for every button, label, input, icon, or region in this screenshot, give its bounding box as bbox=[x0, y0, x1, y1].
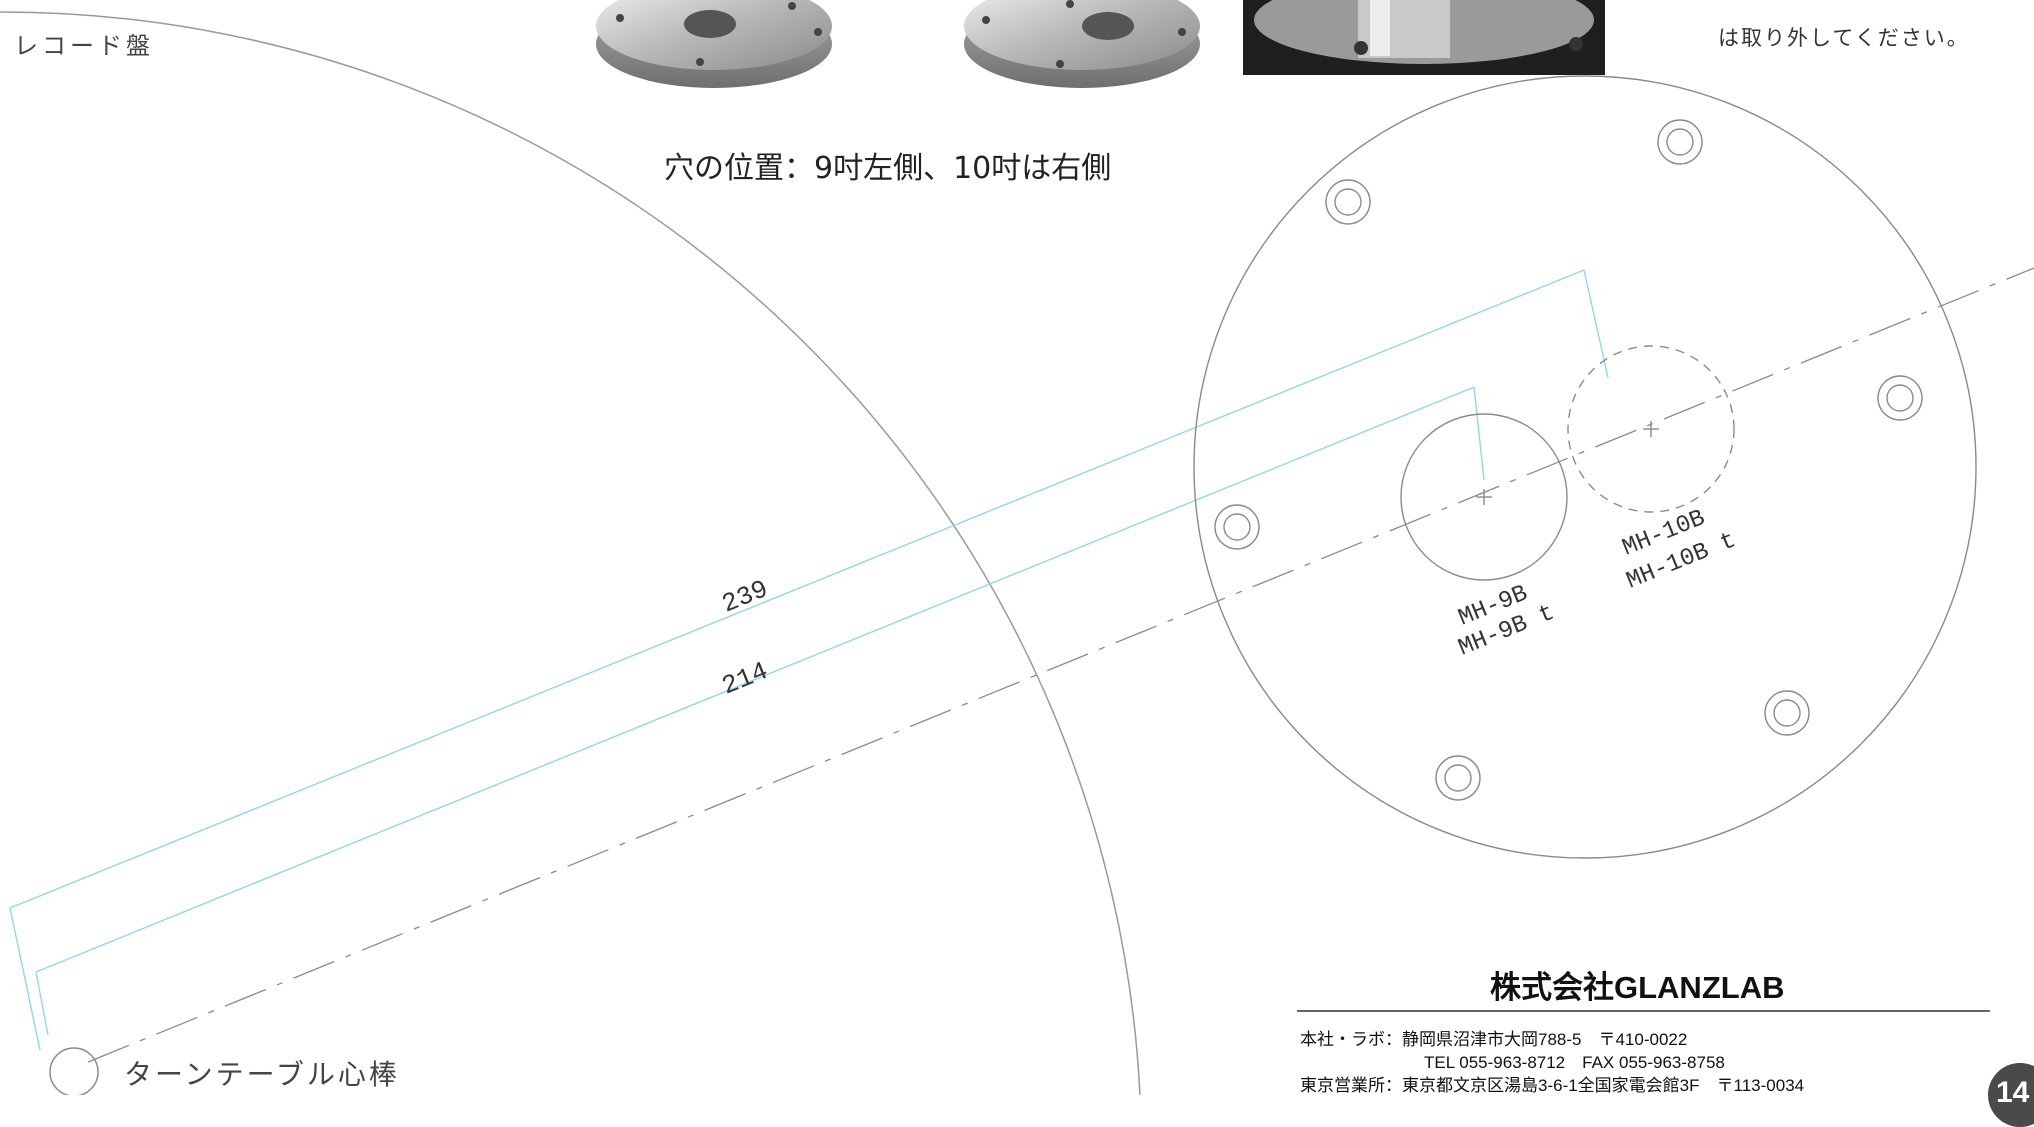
center-axis-line bbox=[87, 267, 2034, 1063]
company-name: 株式会社GLANZLAB bbox=[1490, 970, 1785, 1005]
spindle-label: ターンテーブル心棒 bbox=[124, 1058, 400, 1091]
hole-position-caption: 穴の位置：9吋左側、10吋は右側 bbox=[664, 151, 1112, 186]
model-labels-10inch: MH-10B MH-10B t bbox=[1619, 505, 1740, 595]
address-headquarters: 本社・ラボ：静岡県沼津市大岡788-5 〒410-0022 bbox=[1300, 1030, 1688, 1049]
mounting-hole-6 bbox=[1214, 504, 1260, 550]
center-mark-9inch bbox=[1476, 489, 1492, 505]
center-mark-10inch bbox=[1643, 421, 1659, 437]
spindle-circle bbox=[49, 1047, 99, 1095]
model-labels-9inch: MH-9B MH-9B t bbox=[1455, 580, 1559, 662]
extension-line-right-239 bbox=[1583, 269, 1609, 379]
record-outline bbox=[0, 11, 1141, 1095]
extension-line-right-214 bbox=[1473, 386, 1485, 481]
removal-note: は取り外してください。 bbox=[1718, 26, 1970, 50]
dimension-239: 239 bbox=[718, 574, 773, 619]
address-tokyo-office: 東京営業所：東京都文京区湯島3-6-1全国家電会館3F 〒113-0034 bbox=[1300, 1076, 1805, 1095]
mounting-hole-2 bbox=[1657, 119, 1703, 165]
mounting-hole-1 bbox=[1325, 179, 1371, 225]
dimension-lines bbox=[9, 269, 1609, 1051]
photo-installed-plate bbox=[1243, 0, 1605, 75]
record-label: レコード盤 bbox=[14, 32, 154, 60]
arm-hole-9inch bbox=[1400, 413, 1568, 581]
mounting-hole-4 bbox=[1764, 690, 1810, 736]
extension-line-left-214 bbox=[35, 971, 49, 1036]
dimension-line-239 bbox=[9, 269, 1585, 909]
arm-hole-10inch bbox=[1567, 345, 1735, 513]
contact-headquarters: TEL 055-963-8712 FAX 055-963-8758 bbox=[1424, 1053, 1725, 1072]
extension-line-left-239 bbox=[9, 907, 41, 1051]
mounting-hole-3 bbox=[1877, 375, 1923, 421]
plate-photo-9inch bbox=[596, 0, 832, 88]
dimension-214: 214 bbox=[718, 656, 773, 701]
armboard-plate bbox=[1193, 75, 1977, 859]
plate-photo-10inch bbox=[964, 0, 1200, 88]
technical-drawing: 239 214 MH-9B MH-9B t MH-10B MH-10B t bbox=[0, 0, 2034, 1095]
armboard-outline bbox=[1193, 75, 1977, 859]
mounting-hole-5 bbox=[1435, 755, 1481, 801]
dimension-line-214 bbox=[35, 386, 1475, 973]
